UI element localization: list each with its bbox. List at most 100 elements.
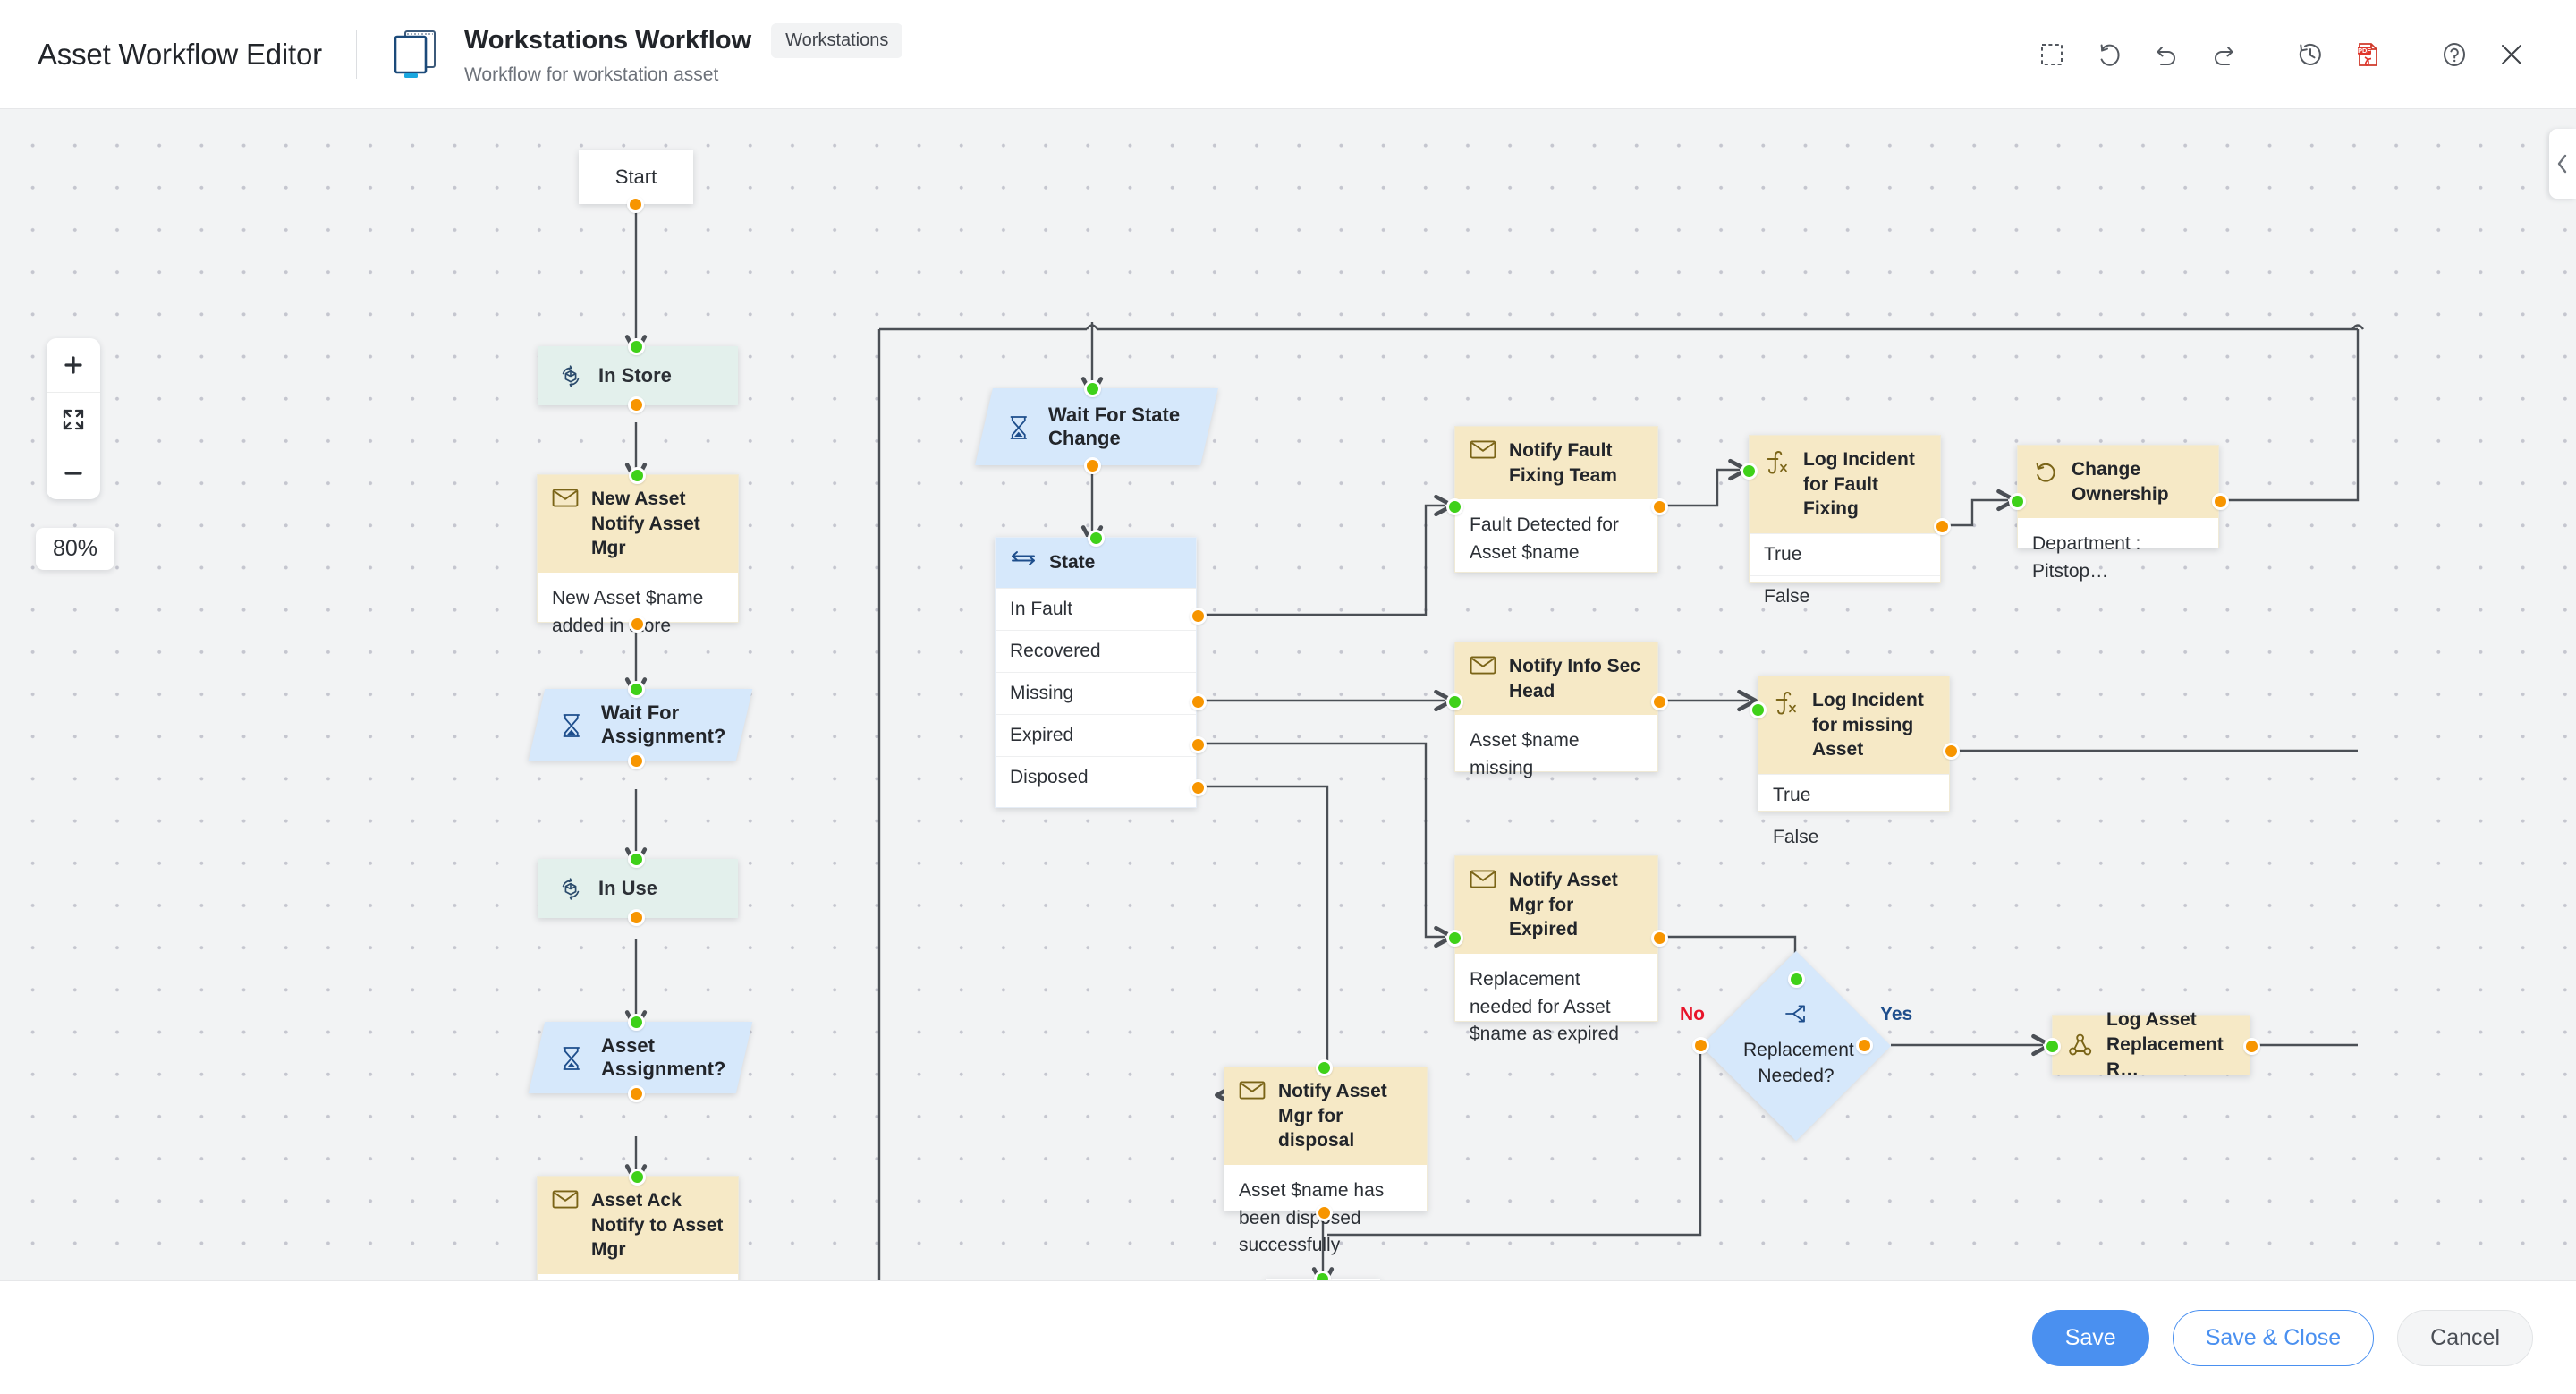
node-replacement-needed[interactable]: Replacement Needed? bbox=[1700, 950, 1892, 1142]
save-button[interactable]: Save bbox=[2031, 1309, 2149, 1366]
history-icon[interactable] bbox=[2282, 26, 2339, 83]
port-in[interactable] bbox=[1446, 498, 1463, 515]
port-out[interactable] bbox=[1651, 693, 1668, 710]
workflow-canvas[interactable]: 80% Start In Sto bbox=[0, 109, 2576, 1280]
node-end[interactable]: End bbox=[1266, 1271, 1380, 1280]
port-out-true[interactable] bbox=[1934, 518, 1951, 535]
branch-option-false[interactable]: False bbox=[1758, 816, 1949, 858]
state-option[interactable]: Disposed bbox=[996, 756, 1196, 798]
port-out-no[interactable] bbox=[1692, 1037, 1709, 1054]
port-out-disposed[interactable] bbox=[1190, 779, 1207, 796]
node-in-use[interactable]: In Use bbox=[538, 851, 738, 926]
node-start[interactable]: Start bbox=[579, 150, 693, 213]
refresh-icon[interactable] bbox=[2080, 26, 2138, 83]
port-out[interactable] bbox=[628, 1085, 645, 1102]
node-state[interactable]: State In Fault Recovered Missing Expired… bbox=[995, 530, 1207, 808]
zoom-out-button[interactable] bbox=[47, 446, 100, 499]
port-in[interactable] bbox=[1788, 971, 1805, 988]
chevron-left-icon[interactable] bbox=[2549, 129, 2576, 199]
node-notify-fault-fixing-team[interactable]: Notify Fault Fixing Team Fault Detected … bbox=[1446, 426, 1668, 573]
node-title: Notify Fault Fixing Team bbox=[1509, 440, 1617, 486]
port-in[interactable] bbox=[1084, 380, 1101, 397]
node-in-store[interactable]: In Store bbox=[538, 338, 738, 413]
node-asset-ack-notify[interactable]: Asset Ack Notify to Asset Mgr Asset $nam… bbox=[537, 1169, 739, 1280]
port-in[interactable] bbox=[628, 851, 645, 868]
port-in[interactable] bbox=[628, 681, 645, 698]
port-in[interactable] bbox=[1741, 463, 1758, 480]
node-change-ownership[interactable]: Change Ownership Department : Pitstop… bbox=[2009, 445, 2229, 582]
node-wait-for-state-change[interactable]: Wait For State Change bbox=[975, 388, 1218, 465]
port-out[interactable] bbox=[1316, 1204, 1333, 1221]
port-out[interactable] bbox=[629, 616, 646, 633]
node-label: In Store bbox=[598, 364, 672, 387]
port-out-expired[interactable] bbox=[1190, 736, 1207, 753]
branch-option-false[interactable]: False bbox=[1750, 575, 1940, 617]
node-header: Log Incident for missing Asset bbox=[1758, 676, 1949, 775]
port-in[interactable] bbox=[1446, 693, 1463, 710]
port-out-true[interactable] bbox=[1943, 743, 1960, 760]
port-in[interactable] bbox=[1316, 1059, 1333, 1076]
header-toolbar: PDF bbox=[2023, 26, 2540, 83]
function-icon bbox=[1764, 448, 1791, 475]
port-out[interactable] bbox=[2243, 1038, 2260, 1055]
port-out[interactable] bbox=[1084, 457, 1101, 474]
port-in[interactable] bbox=[629, 467, 646, 484]
branch-option-true[interactable]: True bbox=[1750, 533, 1940, 575]
port-out-missing[interactable] bbox=[1190, 693, 1207, 710]
state-option[interactable]: Expired bbox=[996, 714, 1196, 756]
port-out[interactable] bbox=[627, 196, 644, 213]
hourglass-icon bbox=[1007, 414, 1034, 441]
port-in[interactable] bbox=[628, 338, 645, 355]
close-icon[interactable] bbox=[2483, 26, 2540, 83]
state-option[interactable]: In Fault bbox=[996, 588, 1196, 630]
pdf-export-icon[interactable]: PDF bbox=[2339, 26, 2396, 83]
port-out[interactable] bbox=[628, 752, 645, 769]
help-icon[interactable] bbox=[2426, 26, 2483, 83]
undo-icon[interactable] bbox=[2138, 26, 2195, 83]
app-header: Asset Workflow Editor Workstations Workf… bbox=[0, 0, 2576, 109]
port-out-in-fault[interactable] bbox=[1190, 608, 1207, 625]
save-close-button[interactable]: Save & Close bbox=[2172, 1309, 2375, 1366]
port-out[interactable] bbox=[628, 909, 645, 926]
node-asset-assignment[interactable]: Asset Assignment? bbox=[528, 1022, 753, 1093]
workflow-meta: Workstations Workflow Workstations Workf… bbox=[464, 22, 903, 86]
node-header: Log Asset Replacement R… bbox=[2053, 1009, 2250, 1080]
cancel-button[interactable]: Cancel bbox=[2397, 1309, 2533, 1366]
marquee-select-icon[interactable] bbox=[2023, 26, 2080, 83]
node-new-asset-notify[interactable]: New Asset Notify Asset Mgr New Asset $na… bbox=[537, 467, 739, 636]
port-in[interactable] bbox=[628, 1014, 645, 1031]
port-out[interactable] bbox=[2212, 493, 2229, 510]
port-in[interactable] bbox=[2009, 493, 2026, 510]
port-in[interactable] bbox=[1750, 701, 1767, 718]
zoom-level-indicator[interactable]: 80% bbox=[36, 528, 115, 570]
node-label: Asset Assignment? bbox=[601, 1034, 726, 1080]
zoom-in-button[interactable] bbox=[47, 338, 100, 392]
port-in[interactable] bbox=[1088, 530, 1105, 547]
edge-label-yes: Yes bbox=[1880, 1004, 1913, 1024]
port-in[interactable] bbox=[1446, 930, 1463, 947]
mail-icon bbox=[552, 488, 579, 514]
state-option[interactable]: Recovered bbox=[996, 630, 1196, 672]
node-wait-for-assignment[interactable]: Wait For Assignment? bbox=[528, 689, 753, 761]
hourglass-icon bbox=[560, 712, 587, 739]
state-option[interactable]: Missing bbox=[996, 672, 1196, 714]
branch-option-true[interactable]: True bbox=[1758, 774, 1949, 816]
port-out[interactable] bbox=[628, 396, 645, 413]
workstation-monitor-icon bbox=[387, 28, 445, 81]
node-notify-info-sec-head[interactable]: Notify Info Sec Head Asset $name missing bbox=[1446, 642, 1668, 778]
port-out[interactable] bbox=[1651, 498, 1668, 515]
port-in[interactable] bbox=[2044, 1038, 2061, 1055]
port-out-yes[interactable] bbox=[1856, 1037, 1873, 1054]
node-log-asset-replacement[interactable]: Log Asset Replacement R… bbox=[2044, 1009, 2260, 1080]
node-body: Replacement needed for Asset $name as ex… bbox=[1470, 969, 1619, 1045]
node-notify-asset-mgr-expired[interactable]: Notify Asset Mgr for Expired Replacement… bbox=[1446, 855, 1668, 1044]
node-log-incident-fault-fixing[interactable]: Log Incident for Fault Fixing True False bbox=[1741, 435, 1951, 607]
port-out[interactable] bbox=[1651, 930, 1668, 947]
fit-to-screen-button[interactable] bbox=[47, 392, 100, 446]
node-log-incident-missing-asset[interactable]: Log Incident for missing Asset True Fals… bbox=[1750, 676, 1960, 847]
node-notify-asset-mgr-disposal[interactable]: Notify Asset Mgr for disposal Asset $nam… bbox=[1224, 1059, 1428, 1255]
footer-actions: Save Save & Close Cancel bbox=[0, 1280, 2576, 1394]
node-body: New Asset $name added in store bbox=[552, 588, 704, 636]
redo-icon[interactable] bbox=[2195, 26, 2252, 83]
port-in[interactable] bbox=[629, 1169, 646, 1186]
